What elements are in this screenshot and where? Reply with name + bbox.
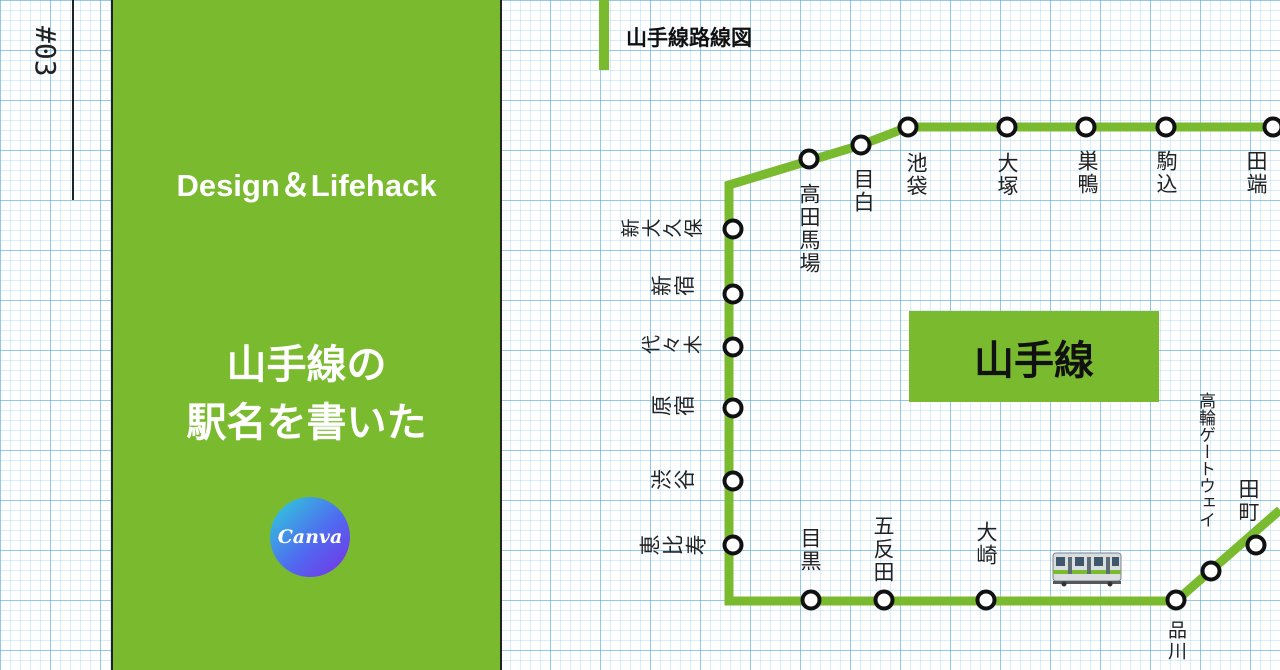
map-title-accent	[599, 0, 609, 70]
station-label-yoyogi: 代々木	[641, 335, 704, 357]
issue-number: #03	[29, 26, 62, 77]
station-label-shin-okubo: 新大久保	[620, 218, 705, 241]
station-label-osaki: 大崎	[974, 521, 998, 567]
line-name: 山手線	[974, 337, 1094, 384]
headline-line-1: 山手線の	[226, 342, 387, 388]
station-label-shinagawa: 品川	[1165, 620, 1187, 662]
station-dot-komagome	[1155, 116, 1177, 138]
issue-rule	[72, 0, 74, 200]
station-dot-osaki	[975, 589, 997, 611]
station-dot-shinagawa	[1165, 589, 1187, 611]
station-dot-ikebukuro	[897, 116, 919, 138]
station-label-sugamo: 巣鴨	[1075, 150, 1099, 196]
station-dot-takanawa-gateway	[1200, 560, 1222, 582]
station-label-shinjuku: 新宿	[650, 274, 697, 299]
line-name-box: 山手線	[909, 311, 1159, 402]
headline: 山手線の 駅名を書いた	[113, 336, 500, 452]
station-dot-takadanobaba	[798, 148, 820, 170]
station-dot-shibuya	[722, 470, 744, 492]
logo-text: Canva	[277, 526, 343, 548]
station-label-takadanobaba: 高田馬場	[797, 183, 821, 275]
station-dot-sugamo	[1075, 116, 1097, 138]
station-dot-otsuka	[996, 116, 1018, 138]
station-dot-shinjuku	[722, 283, 744, 305]
station-dot-gotanda	[873, 589, 895, 611]
station-dot-shin-okubo	[722, 218, 744, 240]
brand-label: Design＆Lifehack	[176, 168, 437, 203]
station-dot-meguro	[800, 589, 822, 611]
station-label-tabata: 田端	[1244, 150, 1268, 196]
station-label-tamachi: 田町	[1236, 478, 1260, 524]
panel-border-left	[111, 0, 113, 670]
train-icon	[1052, 552, 1122, 587]
station-dot-ebisu	[722, 534, 744, 556]
station-dot-tamachi	[1245, 534, 1267, 556]
canva-logo-icon: Canva	[270, 497, 350, 577]
headline-line-2: 駅名を書いた	[186, 400, 427, 446]
station-label-otsuka: 大塚	[995, 152, 1019, 198]
station-label-harajuku: 原宿	[650, 394, 697, 419]
station-dot-tabata	[1262, 116, 1280, 138]
station-label-takanawa-gateway: 高輪ゲートウェイ	[1195, 392, 1215, 528]
panel-border-right	[500, 0, 502, 670]
station-label-mejiro: 目白	[851, 168, 875, 214]
station-label-gotanda: 五反田	[871, 515, 895, 584]
station-label-komagome: 駒込	[1154, 150, 1178, 196]
station-dot-mejiro	[850, 134, 872, 156]
station-label-meguro: 目黒	[798, 527, 822, 573]
station-dot-yoyogi	[722, 336, 744, 358]
station-dot-harajuku	[722, 397, 744, 419]
station-label-ikebukuro: 池袋	[904, 152, 928, 198]
station-label-ebisu: 恵比寿	[639, 534, 708, 558]
station-label-shibuya: 渋谷	[650, 468, 697, 493]
map-title: 山手線路線図	[626, 26, 752, 50]
